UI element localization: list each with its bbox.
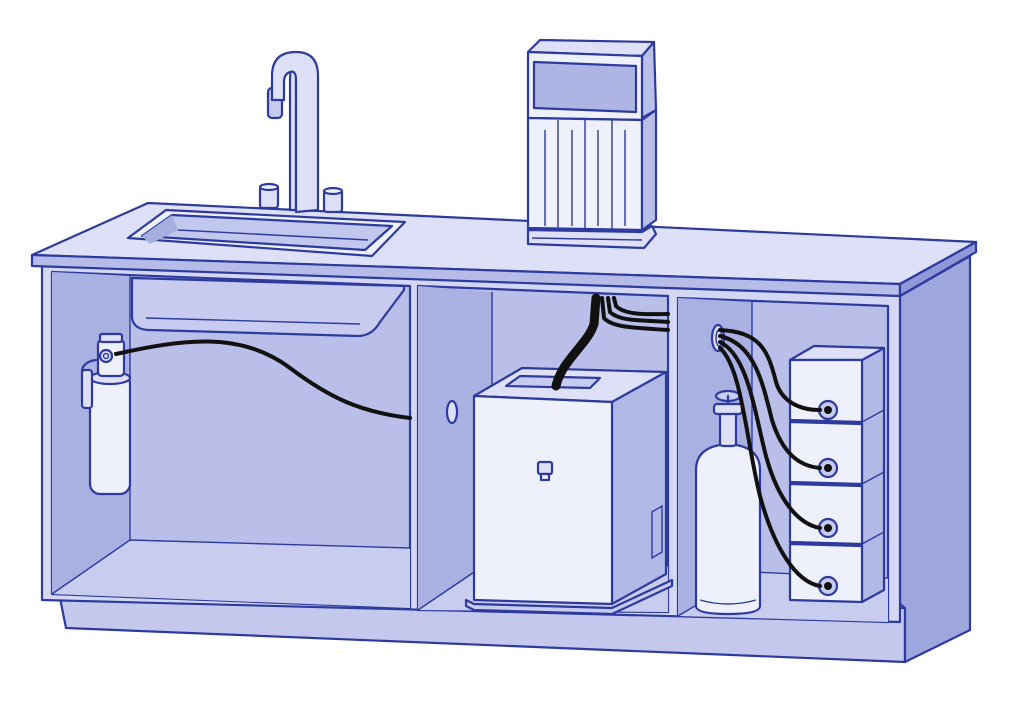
cabinet-right-side bbox=[898, 254, 972, 664]
pipe-to-cartridge-2 bbox=[718, 334, 822, 470]
co2-cylinder-icon bbox=[694, 389, 762, 616]
water-filter-icon bbox=[80, 332, 132, 496]
sink-underside bbox=[130, 276, 406, 338]
water-dispenser-tower-icon bbox=[526, 38, 658, 250]
grommet-middle bbox=[445, 399, 459, 425]
tubing bbox=[114, 293, 822, 588]
chiller-unit-icon bbox=[464, 366, 674, 616]
pipe-filter-to-chiller bbox=[114, 339, 412, 420]
pipe-to-cartridge-4 bbox=[718, 346, 822, 588]
chiller-base bbox=[464, 578, 674, 616]
faucet-icon bbox=[258, 50, 344, 214]
countertop-side-edge bbox=[898, 240, 978, 298]
pipe-to-cartridge-3 bbox=[718, 340, 822, 530]
cartridge-4 bbox=[788, 542, 864, 604]
flavor-cartridge-rack-icon bbox=[788, 344, 886, 604]
sink-basin-icon bbox=[126, 208, 407, 258]
dispenser-screen bbox=[532, 60, 638, 114]
pipe-to-cartridge-1 bbox=[718, 328, 822, 412]
pipe-chiller-riser bbox=[551, 293, 601, 391]
